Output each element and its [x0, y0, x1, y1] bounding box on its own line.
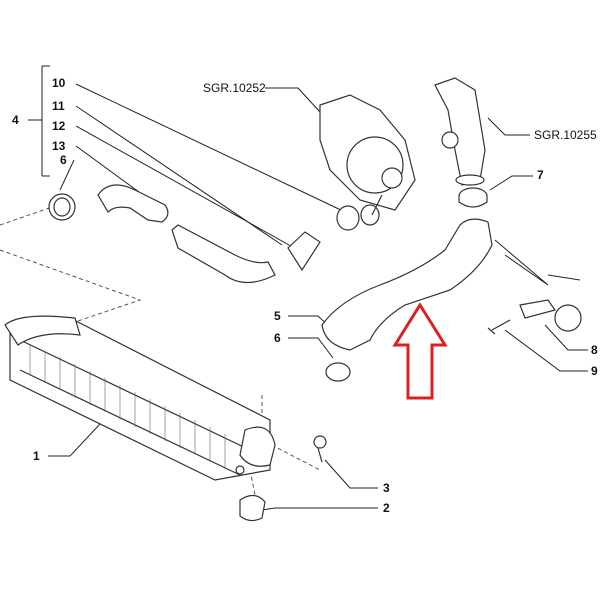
label-4: 4 — [12, 113, 19, 127]
ref-sgr10252: SGR.10252 — [203, 81, 266, 95]
bolt-3 — [313, 435, 327, 463]
leader-6a — [59, 159, 75, 191]
turbocharger — [319, 94, 416, 216]
intercooler — [4, 315, 276, 481]
label-8: 8 — [591, 343, 598, 357]
leader-9 — [504, 329, 588, 372]
leader-10 — [75, 83, 346, 213]
hose-11 — [287, 231, 321, 272]
hose-13 — [97, 184, 169, 223]
leader-lines — [28, 65, 588, 511]
leader-sgr10252 — [265, 87, 321, 113]
leader-2 — [261, 507, 378, 511]
label-3: 3 — [383, 481, 390, 495]
label-11: 11 — [52, 99, 65, 113]
leader-sgr10255 — [487, 117, 530, 136]
leader-1 — [48, 423, 101, 457]
grommet-2 — [239, 494, 266, 522]
clamp-6a — [48, 193, 76, 221]
bracket-4 — [28, 65, 50, 177]
leader-bracket-group — [494, 239, 549, 286]
clamp-10 — [336, 204, 380, 231]
bracket-8 — [519, 299, 582, 332]
label-13: 13 — [52, 139, 66, 153]
leader-12 — [75, 125, 299, 251]
label-12: 12 — [52, 119, 66, 133]
label-5: 5 — [274, 309, 281, 323]
leader-3 — [324, 459, 378, 489]
leader-8 — [544, 324, 588, 351]
label-9: 9 — [591, 364, 598, 378]
bolt-9 — [487, 319, 511, 335]
label-7: 7 — [537, 168, 544, 182]
label-6b: 6 — [274, 331, 281, 345]
hose-5 — [321, 218, 493, 351]
clamp-7 — [458, 187, 488, 208]
clamp-6b — [325, 362, 351, 382]
label-10: 10 — [52, 76, 66, 90]
leader-7 — [489, 175, 533, 191]
outlet-manifold — [434, 77, 486, 186]
red-up-arrow — [392, 302, 448, 400]
label-2: 2 — [383, 501, 390, 515]
pipe-12 — [171, 224, 276, 284]
label-1: 1 — [33, 449, 40, 463]
leader-6b — [288, 337, 334, 359]
ref-sgr10255: SGR.10255 — [534, 128, 597, 142]
parts — [4, 77, 582, 522]
label-6a: 6 — [60, 153, 67, 167]
